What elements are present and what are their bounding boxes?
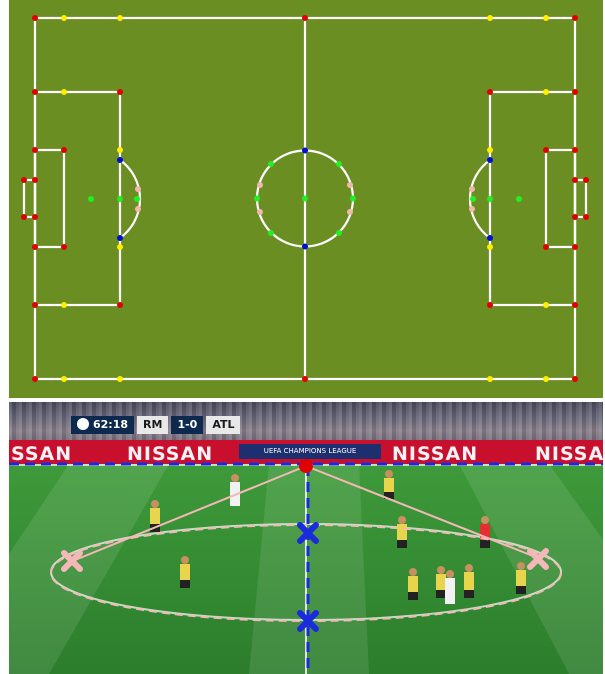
keypoint-blue (302, 148, 308, 154)
keypoint-pink (135, 206, 141, 212)
keypoint-yellow (117, 15, 123, 21)
keypoint-red (61, 244, 67, 250)
keypoint-yellow (487, 376, 493, 382)
player (480, 516, 490, 548)
left-goal (24, 180, 35, 217)
keypoint-red (302, 15, 308, 21)
keypoint-red (117, 302, 123, 308)
keypoint-yellow (487, 147, 493, 153)
keypoint-yellow (543, 376, 549, 382)
keypoint-red (302, 376, 308, 382)
keypoint-red (32, 177, 38, 183)
keypoint-yellow (487, 244, 493, 250)
keypoint-red (32, 376, 38, 382)
keypoint-yellow (61, 89, 67, 95)
keypoint-red (117, 89, 123, 95)
player (445, 570, 455, 604)
player (230, 474, 240, 506)
keypoint-yellow (61, 15, 67, 21)
broadcast-field-overlay (9, 402, 603, 674)
keypoint-pink (135, 186, 141, 192)
keypoint-pink (347, 182, 353, 188)
right-penalty-box (490, 92, 575, 305)
left-penalty-box (35, 92, 120, 305)
keypoint-red (572, 15, 578, 21)
keypoint-red (572, 302, 578, 308)
pitch-template (9, 0, 603, 398)
projected-red-point (299, 459, 313, 473)
keypoint-red (572, 376, 578, 382)
keypoint-red (543, 147, 549, 153)
keypoint-red (572, 244, 578, 250)
keypoint-yellow (61, 302, 67, 308)
keypoint-red (543, 244, 549, 250)
keypoint-red (32, 302, 38, 308)
player (464, 564, 474, 598)
keypoint-green (516, 196, 522, 202)
keypoint-blue (487, 157, 493, 163)
keypoint-red (487, 302, 493, 308)
keypoint-red (32, 147, 38, 153)
keypoint-pink (257, 209, 263, 215)
player (408, 568, 418, 600)
keypoint-yellow (117, 147, 123, 153)
keypoint-red (32, 89, 38, 95)
keypoint-red (572, 214, 578, 220)
broadcast-frame-panel: SSAN NISSAN UEFA CHAMPIONS LEAGUE NISSAN… (9, 402, 603, 674)
keypoint-green (302, 196, 308, 202)
keypoint-green (487, 196, 493, 202)
keypoint-red (32, 15, 38, 21)
keypoint-blue (487, 235, 493, 241)
player (516, 562, 526, 594)
keypoint-red (61, 147, 67, 153)
keypoint-green (268, 230, 274, 236)
keypoint-red (21, 214, 27, 220)
keypoint-yellow (117, 244, 123, 250)
keypoint-yellow (543, 15, 549, 21)
keypoint-green (336, 161, 342, 167)
keypoint-red (583, 177, 589, 183)
keypoint-pink (347, 209, 353, 215)
keypoint-red (572, 89, 578, 95)
keypoint-red (583, 214, 589, 220)
keypoint-red (21, 177, 27, 183)
keypoint-green (134, 196, 140, 202)
keypoint-pink (257, 182, 263, 188)
keypoint-green (88, 196, 94, 202)
keypoint-pink (469, 186, 475, 192)
left-goal-area (35, 150, 64, 247)
right-goal-area (546, 150, 575, 247)
keypoint-red (32, 214, 38, 220)
keypoint-red (32, 244, 38, 250)
keypoint-green (268, 161, 274, 167)
keypoint-yellow (543, 89, 549, 95)
keypoint-yellow (487, 15, 493, 21)
keypoint-blue (117, 157, 123, 163)
keypoint-red (572, 147, 578, 153)
keypoint-red (487, 89, 493, 95)
keypoint-yellow (117, 376, 123, 382)
keypoint-green (336, 230, 342, 236)
pitch-template-panel (9, 0, 603, 398)
keypoint-yellow (543, 302, 549, 308)
keypoint-red (572, 177, 578, 183)
right-goal (575, 180, 586, 217)
keypoint-green (254, 196, 260, 202)
keypoint-yellow (61, 376, 67, 382)
keypoint-green (470, 196, 476, 202)
keypoint-blue (117, 235, 123, 241)
keypoint-green (117, 196, 123, 202)
keypoint-blue (302, 244, 308, 250)
keypoint-green (350, 196, 356, 202)
player (397, 516, 407, 548)
player (436, 566, 446, 598)
keypoint-pink (469, 206, 475, 212)
player (384, 470, 394, 499)
player (180, 556, 190, 588)
